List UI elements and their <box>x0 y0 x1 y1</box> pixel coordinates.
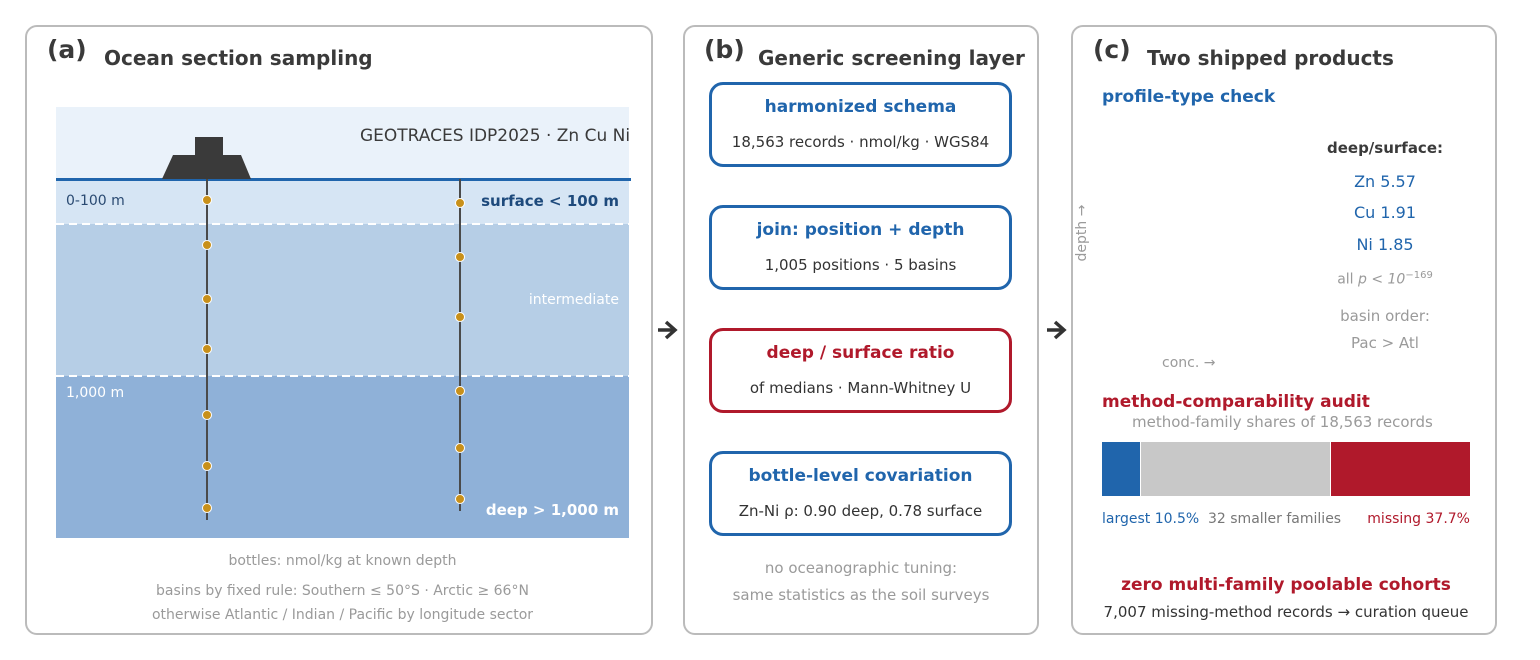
step-title: harmonized schema <box>764 97 957 117</box>
pvalue-main: p < 10 <box>1358 271 1406 288</box>
step-subtitle: Zn-Ni ρ: 0.90 deep, 0.78 surface <box>738 502 983 520</box>
queue-arrow-icon: → <box>1337 603 1351 621</box>
pvalue-exponent: −169 <box>1405 270 1433 281</box>
panel-c <box>1071 25 1497 635</box>
step-subtitle: of medians · Mann-Whitney U <box>749 379 972 397</box>
share-label-largest: largest 10.5% <box>1102 511 1200 527</box>
profile-xlabel: conc. → <box>1162 355 1216 371</box>
share-segment-missing <box>1331 442 1470 496</box>
share-segment-smaller <box>1140 442 1332 496</box>
zone-label-1000m: 1,000 m <box>66 385 125 401</box>
panel-b-title: Generic screening layer <box>758 46 1025 70</box>
zone-label-surface: surface < 100 m <box>481 192 619 210</box>
arrow-b-to-c-icon <box>1047 320 1067 340</box>
ratio-heading: deep/surface: <box>1326 139 1443 157</box>
ratio-ni: Ni 1.85 <box>1356 235 1414 254</box>
bottle <box>455 198 465 208</box>
audit-heading: method-comparability audit <box>1102 392 1370 412</box>
ratio-cu: Cu 1.91 <box>1353 203 1417 222</box>
bottle <box>202 344 212 354</box>
basin-order-label: basin order: <box>1340 307 1430 325</box>
share-label-missing: missing 37.7% <box>1367 511 1470 527</box>
bottle <box>202 410 212 420</box>
share-label-smaller: 32 smaller families <box>1208 511 1342 527</box>
curation-queue-line: 7,007 missing-method records → curation … <box>1071 603 1501 621</box>
ship-icon <box>162 137 251 179</box>
bottle <box>455 252 465 262</box>
zone-label-deep: deep > 1,000 m <box>485 501 619 519</box>
panel-a-note-2: basins by fixed rule: Southern ≤ 50°S · … <box>156 583 529 599</box>
panel-a-title: Ocean section sampling <box>104 46 373 70</box>
step-title: deep / surface ratio <box>766 343 955 363</box>
profile-ylabel: depth → <box>1074 204 1090 262</box>
dataset-label: GEOTRACES IDP2025 · Zn Cu Ni <box>360 126 631 146</box>
bottle <box>455 443 465 453</box>
panel-b-label: (b) <box>704 35 745 64</box>
basin-order-value: Pac > Atl <box>1351 334 1419 352</box>
bottle <box>202 461 212 471</box>
panel-b-note-2: same statistics as the soil surveys <box>732 586 990 604</box>
profile-heading: profile-type check <box>1102 87 1276 107</box>
step-covariation: bottle-level covariation Zn-Ni ρ: 0.90 d… <box>709 451 1012 536</box>
pvalue-prefix: all <box>1337 271 1358 288</box>
bottle <box>202 294 212 304</box>
bottle <box>202 240 212 250</box>
panel-a-note-1: bottles: nmol/kg at known depth <box>228 553 457 569</box>
bottle <box>455 312 465 322</box>
zone-label-intermediate: intermediate <box>528 292 619 308</box>
step-title: join: position + depth <box>756 220 965 240</box>
bottle <box>455 386 465 396</box>
ratio-zn: Zn 5.57 <box>1354 172 1416 191</box>
arrow-a-to-b-icon <box>658 320 678 340</box>
audit-conclusion: zero multi-family poolable cohorts <box>1121 575 1451 595</box>
share-segment-largest <box>1102 442 1141 496</box>
step-join: join: position + depth 1,005 positions ·… <box>709 205 1012 290</box>
bottle <box>202 503 212 513</box>
queue-left: 7,007 missing-method records <box>1103 603 1333 621</box>
bottle <box>202 195 212 205</box>
panel-a-label: (a) <box>47 35 87 64</box>
deep-layer <box>56 376 629 538</box>
step-harmonized-schema: harmonized schema 18,563 records · nmol/… <box>709 82 1012 167</box>
queue-right: curation queue <box>1354 603 1469 621</box>
step-title: bottle-level covariation <box>748 466 973 486</box>
pvalue-text: all p < 10−169 <box>1300 270 1470 288</box>
panel-a-note-3: otherwise Atlantic / Indian / Pacific by… <box>151 607 534 623</box>
panel-c-label: (c) <box>1093 35 1131 64</box>
panel-b-note-1: no oceanographic tuning: <box>764 559 958 577</box>
bottle <box>455 494 465 504</box>
panel-c-title: Two shipped products <box>1147 46 1394 70</box>
sky-band <box>56 107 629 180</box>
bottles-cast-1 <box>202 195 212 513</box>
share-bar <box>1102 442 1470 496</box>
bottles-cast-2 <box>455 198 465 504</box>
surface-layer <box>56 180 629 224</box>
step-subtitle: 1,005 positions · 5 basins <box>764 256 957 274</box>
step-ratio: deep / surface ratio of medians · Mann-W… <box>709 328 1012 413</box>
zone-label-top: 0-100 m <box>66 193 125 209</box>
audit-subtitle: method-family shares of 18,563 records <box>1132 413 1433 431</box>
intermediate-layer <box>56 224 629 376</box>
step-subtitle: 18,563 records · nmol/kg · WGS84 <box>731 133 990 151</box>
